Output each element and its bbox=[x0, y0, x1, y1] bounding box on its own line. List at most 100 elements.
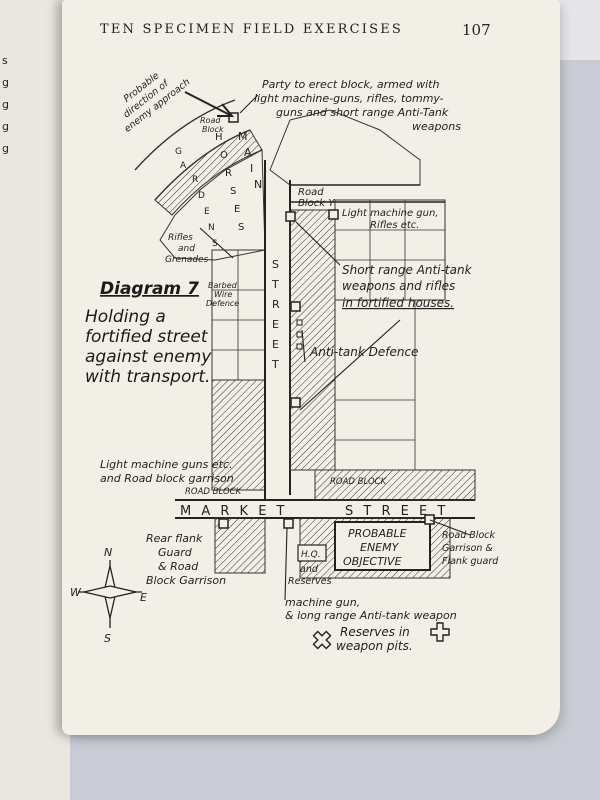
and-reserves-label: and Reserves bbox=[288, 564, 332, 587]
svg-text:machine gun,: machine gun, bbox=[285, 596, 360, 609]
objective-box bbox=[334, 521, 431, 571]
svg-text:Reserves: Reserves bbox=[288, 576, 332, 587]
svg-text:and: and bbox=[300, 564, 319, 575]
machine-gun-label: machine gun, & long range Anti-tank weap… bbox=[285, 596, 457, 622]
svg-text:ENEMY: ENEMY bbox=[360, 541, 400, 554]
svg-text:G: G bbox=[175, 147, 185, 157]
svg-text:Flank guard: Flank guard bbox=[442, 556, 499, 567]
svg-text:Block: Block bbox=[202, 125, 224, 134]
enemy-approach-arrow bbox=[184, 91, 231, 116]
svg-text:E: E bbox=[272, 318, 282, 331]
road-block-y-label: Road Block Y bbox=[298, 187, 335, 209]
objective-label: PROBABLE ENEMY OBJECTIVE bbox=[343, 527, 407, 568]
svg-text:in fortified houses.: in fortified houses. bbox=[342, 296, 454, 310]
svg-text:Block Y: Block Y bbox=[298, 198, 335, 209]
north-east-buildings bbox=[269, 109, 421, 186]
svg-text:weapon pits.: weapon pits. bbox=[336, 639, 413, 653]
short-range-label: Short range Anti-tank weapons and rifles… bbox=[342, 263, 473, 310]
svg-text:Rifles: Rifles bbox=[168, 233, 193, 243]
svg-text:T: T bbox=[271, 278, 282, 291]
market-north-hatch bbox=[314, 469, 476, 501]
party-block-label: Party to erect block, armed with light m… bbox=[254, 78, 461, 133]
svg-text:R: R bbox=[192, 175, 201, 185]
svg-text:A: A bbox=[180, 161, 189, 171]
facing-page-text: s g g g g bbox=[2, 54, 9, 155]
svg-text:weapons: weapons bbox=[412, 120, 461, 133]
svg-text:M: M bbox=[238, 130, 251, 143]
anti-tank-blocks bbox=[296, 319, 303, 350]
svg-text:I: I bbox=[250, 162, 256, 175]
svg-text:Defence: Defence bbox=[206, 299, 239, 308]
compass-e: E bbox=[140, 591, 147, 604]
svg-text:R: R bbox=[225, 168, 235, 179]
svg-text:T: T bbox=[271, 358, 282, 371]
svg-text:and: and bbox=[178, 244, 195, 254]
svg-text:Short range Anti-tank: Short range Anti-tank bbox=[342, 263, 473, 277]
lmg-rifles-label: Light machine gun, Rifles etc. bbox=[342, 208, 439, 231]
svg-text:H: H bbox=[215, 132, 226, 143]
svg-text:weapons and rifles: weapons and rifles bbox=[342, 279, 455, 293]
svg-text:Road: Road bbox=[200, 116, 221, 125]
hq-label: H.Q. bbox=[301, 550, 321, 560]
main-street-letters: M A I N S T R E E T bbox=[238, 130, 282, 371]
market-label-right: S T R E E T bbox=[345, 504, 448, 519]
compass-rose bbox=[78, 560, 142, 628]
svg-text:N: N bbox=[208, 223, 218, 233]
svg-text:E: E bbox=[272, 338, 282, 351]
running-head: TEN SPECIMEN FIELD EXERCISES bbox=[100, 22, 404, 37]
svg-text:Road: Road bbox=[298, 187, 324, 198]
reserves-pits-label: Reserves in weapon pits. bbox=[336, 625, 413, 653]
svg-text:guns and short range Anti-Tank: guns and short range Anti-Tank bbox=[276, 106, 449, 119]
compass-n: N bbox=[104, 546, 112, 559]
east-hatch bbox=[289, 209, 336, 471]
barbed-wire-label: Barbed Wire Defence bbox=[206, 281, 239, 308]
svg-text:Wire: Wire bbox=[214, 290, 232, 299]
svg-text:N: N bbox=[254, 178, 265, 191]
svg-text:Rear flank: Rear flank bbox=[146, 532, 203, 545]
diagram-title-block: Diagram 7 Holding a fortified street aga… bbox=[85, 279, 212, 387]
svg-text:S: S bbox=[272, 258, 282, 271]
road-block-garrison-label: Road Block Garrison & Flank guard bbox=[442, 530, 499, 567]
enemy-approach-label: Probable direction of enemy approach bbox=[121, 70, 192, 135]
horses-letters: H O R S E S bbox=[215, 132, 244, 233]
svg-text:Holding a: Holding a bbox=[85, 307, 166, 327]
leader-lines bbox=[199, 94, 471, 601]
svg-text:PROBABLE: PROBABLE bbox=[348, 527, 407, 540]
svg-text:E: E bbox=[234, 204, 243, 215]
page-number: 107 bbox=[462, 21, 491, 39]
gardens-letters: G A R D E N S bbox=[175, 147, 221, 249]
svg-text:fortified street: fortified street bbox=[85, 327, 209, 347]
svg-text:S: S bbox=[212, 239, 221, 249]
svg-text:Rifles etc.: Rifles etc. bbox=[370, 220, 419, 231]
svg-text:Guard: Guard bbox=[158, 546, 193, 559]
rear-flank-label: Rear flank Guard & Road Block Garrison bbox=[146, 532, 226, 587]
svg-text:light machine-guns, rifles, to: light machine-guns, rifles, tommy- bbox=[254, 92, 444, 105]
svg-text:Party to erect block, armed wi: Party to erect block, armed with bbox=[262, 78, 439, 91]
svg-text:Reserves in: Reserves in bbox=[340, 625, 410, 639]
facing-page: s g g g g bbox=[0, 0, 70, 800]
svg-text:& long range Anti-tank weapon: & long range Anti-tank weapon bbox=[285, 609, 457, 622]
svg-text:S: S bbox=[230, 186, 239, 197]
diagram-title: Diagram 7 bbox=[100, 279, 199, 299]
strong-points bbox=[218, 112, 435, 529]
hq-box bbox=[297, 544, 327, 562]
svg-text:D: D bbox=[198, 191, 208, 201]
svg-text:against enemy: against enemy bbox=[85, 347, 212, 367]
road-block-left-label: ROAD BLOCK bbox=[185, 487, 243, 497]
svg-text:with transport.: with transport. bbox=[85, 367, 210, 387]
svg-text:E: E bbox=[204, 207, 213, 217]
svg-text:Grenades: Grenades bbox=[165, 255, 209, 265]
svg-text:Block Garrison: Block Garrison bbox=[146, 574, 226, 587]
road-block-right-label: ROAD BLOCK bbox=[330, 477, 388, 487]
svg-text:A: A bbox=[244, 146, 255, 159]
weapon-pit-cross-left bbox=[312, 630, 332, 650]
svg-text:and Road block garrison: and Road block garrison bbox=[100, 472, 234, 485]
svg-text:O: O bbox=[220, 150, 231, 161]
rifles-grenades-label: Rifles and Grenades bbox=[165, 233, 209, 265]
west-hatch bbox=[211, 379, 266, 491]
compass-w: W bbox=[70, 586, 82, 599]
lmg-garrison-label: Light machine guns etc. and Road block g… bbox=[100, 458, 234, 485]
weapon-pit-cross-right bbox=[430, 622, 450, 642]
svg-text:Light machine gun,: Light machine gun, bbox=[342, 208, 439, 219]
